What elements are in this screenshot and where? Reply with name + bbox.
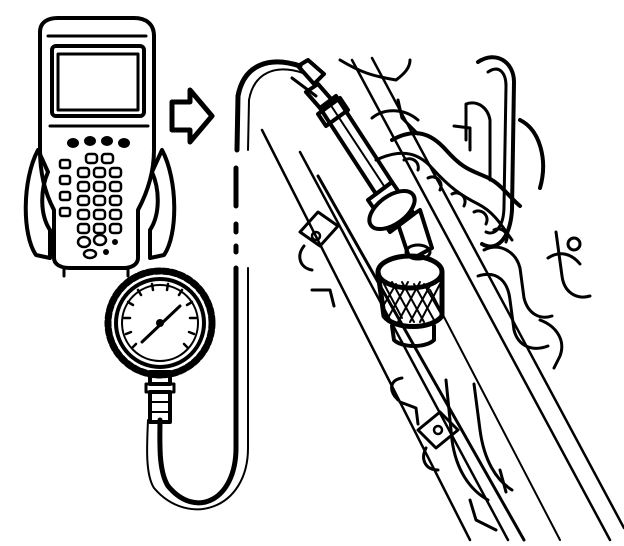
handheld-scan-tool-icon xyxy=(23,16,177,278)
fuel-rail-icon xyxy=(260,55,624,542)
right-arrow-icon xyxy=(169,87,215,145)
pressure-gauge-icon xyxy=(104,267,216,424)
test-port-fitting-icon xyxy=(290,58,445,348)
hose-icon xyxy=(146,59,304,511)
